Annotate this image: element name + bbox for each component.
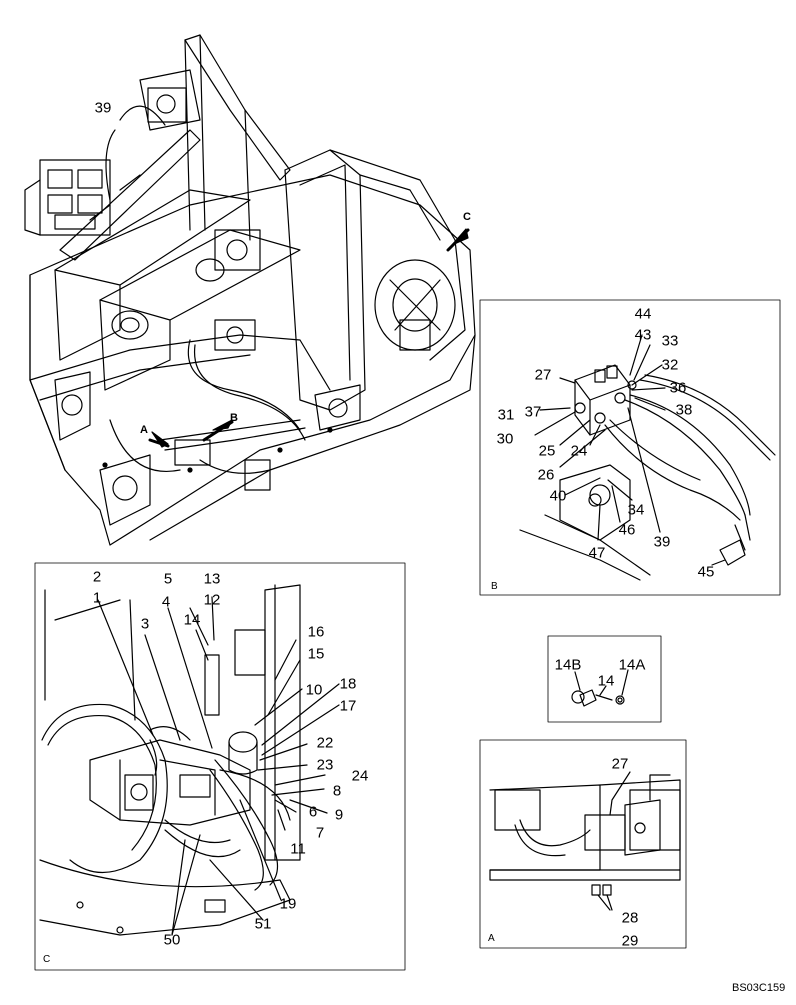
view-arrow-b-label: B — [230, 412, 238, 424]
detail-14-drawing — [571, 669, 629, 707]
part-label: 38 — [675, 401, 693, 419]
view-arrow-c-label: C — [463, 211, 471, 223]
part-label: 4 — [161, 593, 171, 611]
view-arrow-a-label: A — [140, 424, 148, 436]
view-a-drawing — [489, 771, 681, 911]
part-label: 8 — [332, 782, 342, 800]
part-label: 51 — [254, 915, 272, 933]
view-b-title: B — [491, 581, 498, 592]
part-label: 19 — [279, 895, 297, 913]
part-label: 14B — [554, 656, 582, 674]
part-label: 33 — [661, 332, 679, 350]
part-label: 3 — [140, 615, 150, 633]
view-b-drawing — [519, 334, 776, 581]
part-label: 47 — [588, 544, 606, 562]
view-a-title: A — [488, 933, 495, 944]
part-label: 39 — [94, 99, 112, 117]
view-a-frame — [479, 739, 687, 949]
part-label: 44 — [634, 305, 652, 323]
part-label: 16 — [307, 623, 325, 641]
part-label: 34 — [627, 501, 645, 519]
part-label: 17 — [339, 697, 357, 715]
part-label: 31 — [497, 406, 515, 424]
part-label: 1 — [92, 589, 102, 607]
part-label: 40 — [549, 487, 567, 505]
view-c-drawing — [39, 584, 340, 936]
drawing-reference-code: BS03C159 — [732, 982, 786, 994]
part-label: 27 — [534, 366, 552, 384]
detail-14-frame — [547, 635, 662, 723]
part-label: 13 — [203, 570, 221, 588]
upper-frame-drawing — [24, 34, 476, 546]
part-label: 5 — [163, 570, 173, 588]
part-label: 12 — [203, 591, 221, 609]
part-label: 45 — [697, 563, 715, 581]
part-label: 2 — [92, 568, 102, 586]
view-c-frame — [34, 562, 406, 971]
part-label: 32 — [661, 356, 679, 374]
part-label: 43 — [634, 326, 652, 344]
part-label: 14A — [618, 656, 646, 674]
part-label: 24 — [351, 767, 369, 785]
part-label: 15 — [307, 645, 325, 663]
part-label: 9 — [334, 806, 344, 824]
part-label: 29 — [621, 932, 639, 950]
part-label: 11 — [290, 840, 306, 858]
part-label: 28 — [621, 909, 639, 927]
part-label: 24 — [570, 442, 588, 460]
part-label: 10 — [305, 681, 323, 699]
view-c-title: C — [43, 954, 51, 965]
part-label: 39 — [653, 533, 671, 551]
part-label: 6 — [308, 803, 318, 821]
part-label: 18 — [339, 675, 357, 693]
part-label: 22 — [316, 734, 334, 752]
part-label: 36 — [669, 379, 687, 397]
part-label: 7 — [315, 824, 325, 842]
part-label: 26 — [537, 466, 555, 484]
control-valve — [24, 159, 111, 236]
part-label: 25 — [538, 442, 556, 460]
part-label: 23 — [316, 756, 334, 774]
part-label: 27 — [611, 755, 629, 773]
part-label: 50 — [163, 931, 181, 949]
part-label: 14 — [183, 611, 201, 629]
part-label: 37 — [524, 403, 542, 421]
part-label: 30 — [496, 430, 514, 448]
part-label: 46 — [618, 521, 636, 539]
view-b-frame — [479, 299, 781, 596]
part-label: 14 — [597, 672, 615, 690]
view-arrows — [148, 228, 470, 448]
